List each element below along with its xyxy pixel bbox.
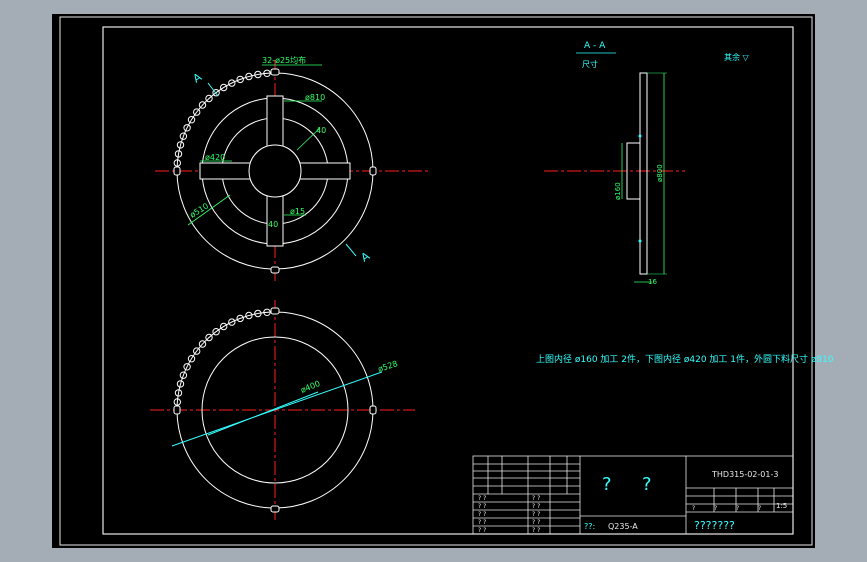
tb-left-cell: ? ? [478,511,486,518]
tb-grid-mark: ? [736,505,739,512]
notch-top [270,68,280,76]
view-a-spokes [199,95,351,247]
notch-b-top [270,307,280,315]
title-block-frame [472,455,794,535]
dim-teeth-label: 32-ø25均布 [262,55,306,65]
spoke-right [299,162,351,180]
machining-note: 上图内径 ø160 加工 2件，下图内径 ø420 加工 1件，外圆下料尺寸 ø… [536,353,834,365]
notch-b-right [369,405,377,415]
section-subtitle: 尺寸 [582,59,598,69]
tb-left-cell: ? ? [478,527,486,534]
dim-420-label: ø420 [205,153,225,162]
drawing-number: THD315-02-01-3 [711,470,778,479]
notch-bottom [270,266,280,274]
title-block-small-cells: ? ?? ?? ?? ?? ?? ?? ?? ?? ?? ????? [478,495,761,534]
tb-left-cell: ? ? [478,495,486,502]
view-a-teeth [173,69,271,167]
scale-value: 1:5 [776,502,787,510]
section-arrow-bottom [345,243,357,257]
leader-510 [187,194,231,226]
section-dim-16: 16 [648,278,657,286]
tb-grid-mark: ? [758,505,761,512]
note-top-right: 其余 ▽ [724,52,750,62]
dim-810-label: ø810 [305,93,325,102]
view-a-flange: 32-ø25均布 ø810 40 ø420 ø510 ø15 40 A A [155,55,430,283]
notch-b-left [173,405,181,415]
leader-528 [171,371,383,447]
view-b-bore [201,336,349,484]
leader-40 [296,127,321,151]
section-dim-800: ø800 [656,164,664,182]
notch-right [369,166,377,176]
tb-grid-mark: ? [714,505,717,512]
spoke-left [199,162,251,180]
view-b-teeth [173,308,271,406]
section-dim-160: ø160 [614,182,622,200]
tb-mid-cell: ? ? [532,511,540,518]
view-b-notches [173,307,377,513]
section-mark-dot-top [638,134,642,138]
section-mark-dot-bottom [638,239,642,243]
tb-grid-mark: ? [692,505,695,512]
dim-40-top-label: 40 [316,126,326,135]
section-view: A - A 尺寸 ø160 ø800 16 其余 ▽ [544,41,750,286]
section-title: A - A [584,41,606,51]
leader-400 [207,391,319,436]
sheet-background [52,14,815,548]
material-value: Q235-A [608,522,638,531]
section-arrow-top [207,82,219,97]
dim-40-bottom-label: 40 [268,220,278,229]
tb-mid-cell: ? ? [532,503,540,510]
tb-mid-cell: ? ? [532,519,540,526]
title-big-q1: ? [602,474,612,495]
tb-mid-cell: ? ? [532,527,540,534]
view-a-notches [173,68,377,274]
title-block [472,455,794,535]
view-a-bore-overdraw [248,144,302,198]
drawing-frame [102,26,794,535]
sheet-outer-border [59,16,813,546]
spoke-top [266,95,284,147]
tb-left-cell: ? ? [478,503,486,510]
material-label: ??: [584,522,595,531]
dim-15-label: ø15 [290,207,305,216]
title-big-q2: ? [642,474,652,495]
company-name: ??????? [694,519,735,532]
notch-b-bottom [270,505,280,513]
notch-left [173,166,181,176]
tb-left-cell: ? ? [478,519,486,526]
tb-mid-cell: ? ? [532,495,540,502]
section-hub [626,142,641,200]
